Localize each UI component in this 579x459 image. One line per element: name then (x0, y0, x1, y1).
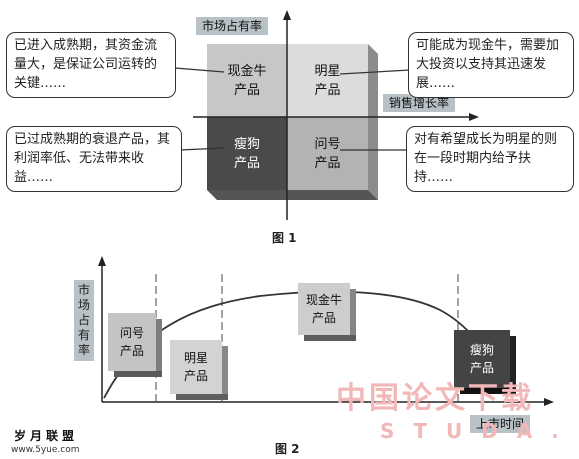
note-star: 可能成为现金牛，需要加大投资以支持其迅速发展…… (408, 32, 574, 98)
fig2-y-axis-arrow-icon (98, 256, 106, 266)
cash-cow-quadrant (207, 44, 287, 117)
question-quadrant (287, 117, 368, 190)
dog-quadrant (207, 117, 287, 190)
site-url: www.5yue.com (11, 445, 80, 455)
stage-star-box: 明星产品 (170, 340, 228, 400)
note-question: 对有希望成长为明星的则在一段时期内给予扶持…… (406, 126, 574, 192)
figure-2-caption: 图 2 (275, 442, 300, 456)
watermark-chinese: 中国论文下载 (336, 381, 534, 416)
fig2-y-axis-label: 市场占有率 (74, 280, 94, 361)
stage-dog-box: 瘦狗产品 (454, 330, 516, 394)
stage-question-box: 问号产品 (108, 313, 162, 377)
fig2-x-axis-arrow-icon (544, 398, 554, 406)
fig1-x-axis-label: 销售增长率 (383, 94, 456, 112)
stage-cash-cow-box: 现金牛产品 (298, 283, 356, 341)
figure-1-caption: 图 1 (272, 231, 297, 245)
question-label: 问号产品 (314, 136, 341, 171)
y-axis-arrow-icon (283, 10, 291, 20)
site-logo: 岁月联盟 (14, 429, 79, 443)
cash-cow-label: 现金牛产品 (227, 63, 267, 98)
fig2-x-axis-label: 上市时间 (470, 415, 531, 433)
watermark-english: S T U D A . (380, 419, 565, 443)
note-cash-cow: 已进入成熟期，其资金流量大，是保证公司运转的关键…… (6, 32, 176, 98)
fig1-y-axis-label: 市场占有率 (196, 17, 269, 35)
x-axis-arrow-icon (469, 113, 479, 121)
dog-label: 瘦狗产品 (233, 136, 260, 171)
matrix-graphic (174, 10, 479, 220)
star-label: 明星产品 (314, 63, 341, 98)
note-dog: 已过成熟期的衰退产品，其利润率低、无法带来收益…… (6, 126, 182, 192)
star-quadrant (287, 44, 368, 117)
